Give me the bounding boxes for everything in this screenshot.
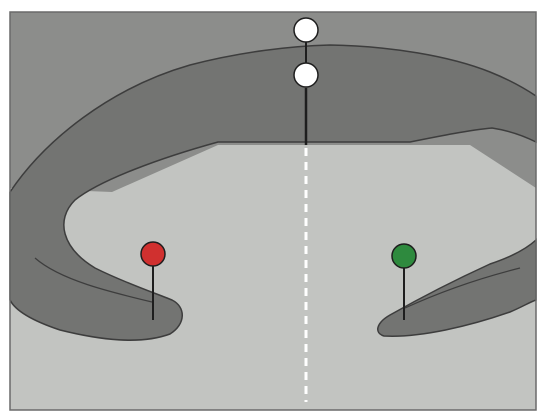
top-inner-marker	[293, 62, 319, 88]
right-band	[377, 238, 537, 337]
left-red-marker	[140, 241, 166, 267]
diagram-frame	[9, 11, 537, 411]
left-band-inner-line	[34, 257, 153, 303]
right-band-inner-line	[404, 267, 521, 309]
left-band	[9, 44, 537, 341]
top-outer-marker	[293, 17, 319, 43]
right-green-marker	[391, 243, 417, 269]
